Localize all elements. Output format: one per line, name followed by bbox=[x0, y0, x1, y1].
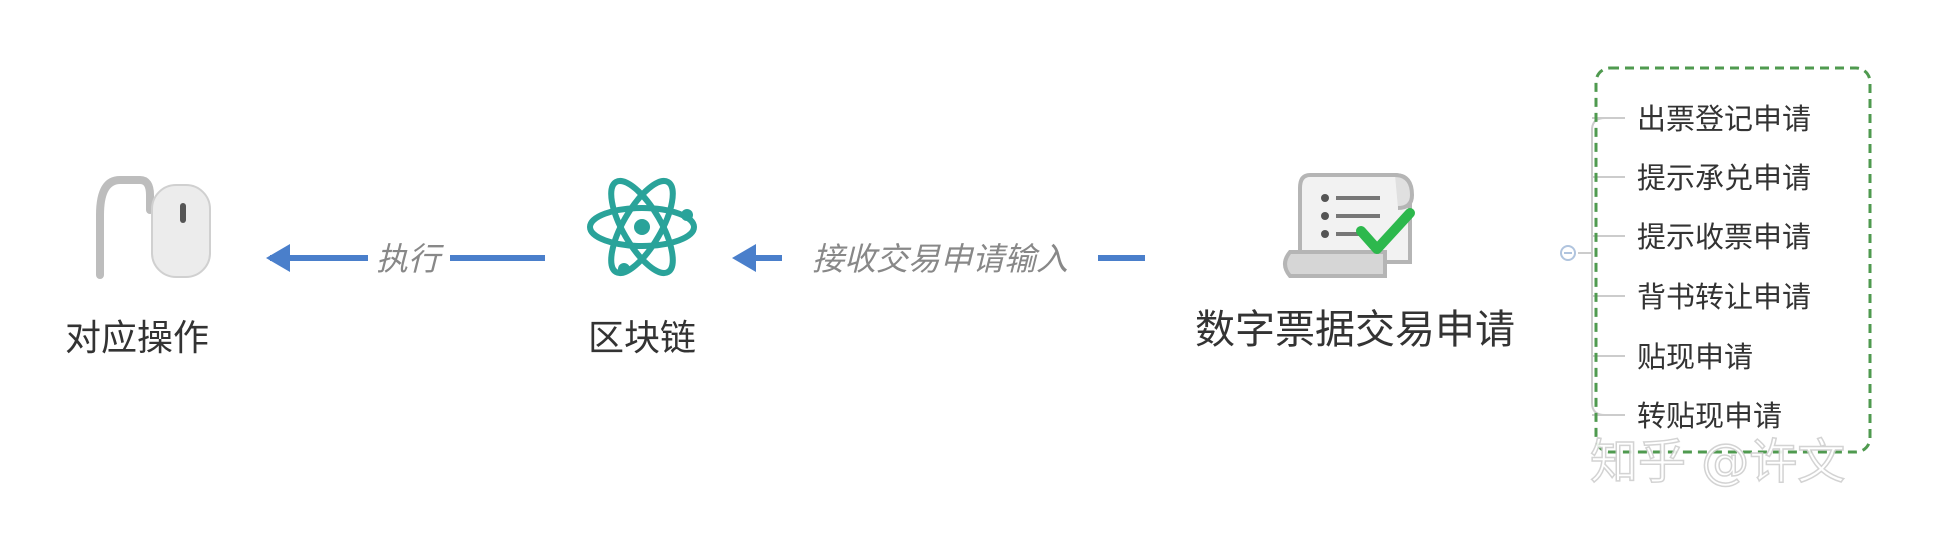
node-label-operation: 对应操作 bbox=[65, 318, 209, 359]
scroll-checkmark-icon bbox=[1283, 173, 1415, 278]
list-item: 背书转让申请 bbox=[1637, 280, 1811, 314]
request-list: 出票登记申请 提示承兑申请 提示收票申请 背书转让申请 贴现申请 转贴现申请 bbox=[1637, 102, 1811, 433]
atom-icon bbox=[587, 177, 697, 277]
node-label-blockchain: 区块链 bbox=[588, 318, 696, 359]
list-item: 转贴现申请 bbox=[1637, 399, 1782, 433]
edge-label-execute: 执行 bbox=[376, 240, 444, 278]
arrow-execute bbox=[266, 244, 545, 272]
bracket-connector bbox=[1560, 117, 1625, 416]
node-label-application: 数字票据交易申请 bbox=[1195, 307, 1515, 353]
request-list-box bbox=[1594, 66, 1872, 454]
list-item: 提示收票申请 bbox=[1637, 220, 1811, 254]
mouse-icon bbox=[96, 176, 211, 279]
list-item: 提示承兑申请 bbox=[1637, 161, 1811, 195]
edge-label-receive: 接收交易申请输入 bbox=[812, 240, 1068, 278]
arrow-receive bbox=[732, 244, 1145, 272]
list-item: 贴现申请 bbox=[1637, 340, 1753, 374]
list-item: 出票登记申请 bbox=[1637, 102, 1811, 136]
watermark: 知乎 @许文 bbox=[1590, 434, 1845, 490]
